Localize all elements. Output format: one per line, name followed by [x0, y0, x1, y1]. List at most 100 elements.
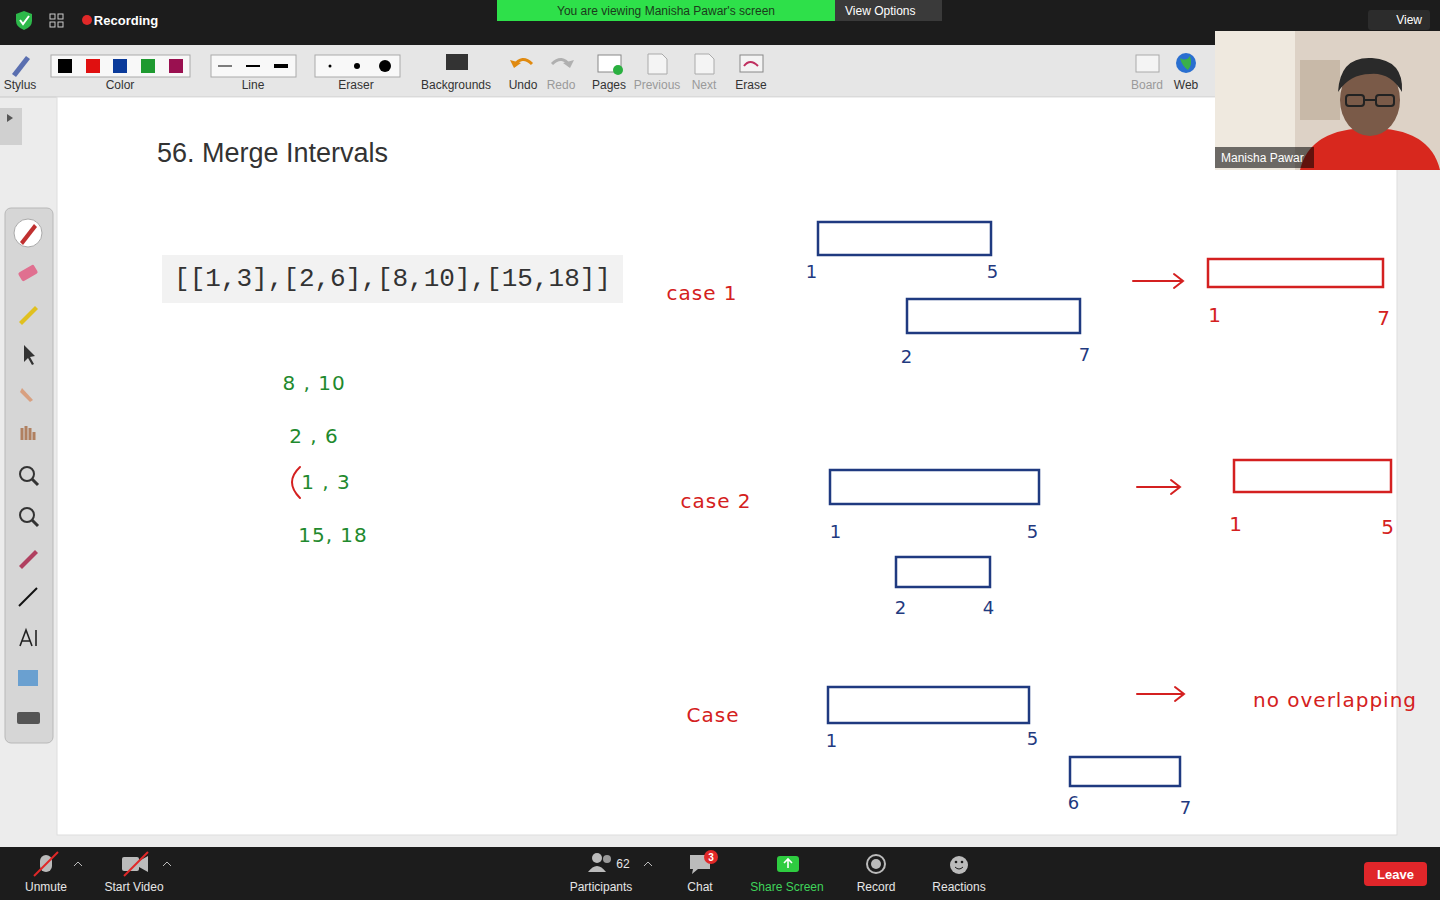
- tool-palette-part: [18, 264, 39, 282]
- meeting-controls-part: [955, 861, 958, 864]
- control-label: Record: [857, 880, 896, 894]
- annotation-toolbar-part: [1180, 56, 1191, 70]
- tool-label: Color: [106, 78, 135, 92]
- top-bar-part: [58, 14, 63, 19]
- meeting-controls: [0, 847, 1440, 900]
- control-label: Reactions: [932, 880, 985, 894]
- annotation-toolbar-part: [379, 60, 391, 72]
- tool-palette-part: [20, 508, 34, 522]
- tool-label: Redo: [547, 78, 576, 92]
- tool-palette-part: [14, 219, 42, 247]
- code-box: [[1,3],[2,6],[8,10],[15,18]]: [162, 255, 623, 303]
- case-label: case 1: [666, 282, 737, 305]
- endpoint-number: 1: [1208, 304, 1222, 327]
- node-text: Manisha Pawar: [1221, 151, 1304, 165]
- video-thumbnail: [1215, 31, 1440, 170]
- interval-sketch-part: [1133, 274, 1183, 288]
- endpoint-number: 7: [1180, 798, 1192, 819]
- interval-note: 1 , 3: [301, 471, 351, 494]
- annotation-toolbar-part: [211, 55, 296, 77]
- annotation-toolbar-part: [563, 60, 574, 68]
- annotation-toolbar-part: [613, 65, 623, 75]
- tool-palette-part: [32, 520, 38, 526]
- tool-palette-part: [5, 208, 53, 743]
- top-bar-part: [58, 22, 63, 27]
- tool-label: Board: [1131, 78, 1163, 92]
- interval-sketch-part: [818, 222, 991, 255]
- meeting-controls-part: [0, 847, 1440, 900]
- case-label: Case: [687, 704, 740, 727]
- tool-palette: [5, 208, 53, 743]
- annotation-toolbar-part: [744, 62, 758, 66]
- video-thumbnail-part: [1376, 95, 1394, 106]
- annotation-toolbar-part: [58, 59, 72, 73]
- tool-label: Eraser: [338, 78, 373, 92]
- recording-indicator: Recording: [94, 13, 158, 28]
- control-label: Chat: [687, 880, 712, 894]
- node-text: View: [1396, 13, 1422, 27]
- annotation-toolbar-part: [315, 55, 400, 77]
- interval-sketch-part: [907, 299, 1080, 333]
- endpoint-number: 1: [826, 731, 838, 752]
- tool-label: Previous: [634, 78, 681, 92]
- interval-note: 8 , 10: [282, 372, 345, 395]
- endpoint-number: 5: [987, 262, 999, 283]
- endpoint-number: 2: [895, 598, 907, 619]
- annotation-toolbar-part: [446, 54, 468, 70]
- top-bar-part: [16, 11, 32, 30]
- meeting-controls-part: [603, 855, 611, 863]
- control-label: Share Screen: [750, 880, 823, 894]
- meeting-controls-part: [955, 867, 963, 869]
- meeting-controls-part: [784, 859, 792, 868]
- tool-palette-part: [19, 306, 38, 325]
- annotation-toolbar-part: [740, 55, 763, 72]
- endpoint-number: 1: [806, 262, 818, 283]
- tool-palette-part: [19, 550, 38, 569]
- meeting-controls-part: [950, 856, 968, 874]
- meeting-controls-part: [124, 852, 148, 876]
- whiteboard-part: [0, 108, 22, 145]
- interval-sketch-part: [896, 557, 990, 587]
- annotation-toolbar-part: [113, 59, 127, 73]
- meeting-controls-part: [34, 852, 58, 876]
- interval-sketch-part: [1137, 687, 1184, 701]
- whiteboard-part: [57, 97, 1397, 835]
- endpoint-number: 7: [1377, 307, 1391, 330]
- video-thumbnail-part: [1215, 31, 1440, 170]
- tool-label: Stylus: [4, 78, 37, 92]
- name-tag: Manisha Pawar: [1215, 147, 1314, 168]
- share-banner: You are viewing Manisha Pawar's screen: [497, 0, 835, 21]
- video-thumbnail-part: [1300, 60, 1340, 120]
- node-text: [[1,3],[2,6],[8,10],[15,18]]: [174, 264, 611, 294]
- interval-sketch-part: [1137, 480, 1180, 494]
- node-text: You are viewing Manisha Pawar's screen: [557, 4, 775, 18]
- top-bar-part: [20, 16, 29, 24]
- annotation-toolbar-part: [695, 54, 714, 74]
- tool-label: Undo: [509, 78, 538, 92]
- tool-label: Backgrounds: [421, 78, 491, 92]
- tool-palette-part: [24, 345, 35, 365]
- interval-sketch-part: [1070, 757, 1180, 786]
- interval-sketch: [292, 222, 1391, 786]
- tool-label: Next: [692, 78, 717, 92]
- meeting-controls-part: [777, 856, 799, 872]
- annotation-toolbar-part: [329, 65, 332, 68]
- control-label: Unmute: [25, 880, 67, 894]
- case-label: case 2: [680, 490, 751, 513]
- endpoint-number: 6: [1068, 793, 1080, 814]
- endpoint-number: 5: [1027, 729, 1039, 750]
- annotation-toolbar-part: [510, 60, 521, 68]
- tool-palette-part: [20, 388, 33, 402]
- tool-palette-part: [22, 426, 34, 440]
- chat-badge: 3: [708, 852, 714, 863]
- meeting-controls-part: [644, 862, 652, 866]
- tool-palette-part: [32, 479, 38, 485]
- top-bar-part: [82, 15, 92, 25]
- meeting-controls-part: [871, 859, 881, 869]
- control-label: Participants: [570, 880, 633, 894]
- meeting-controls-part: [867, 855, 885, 873]
- annotation-toolbar-part: [218, 66, 232, 67]
- endpoint-number: 5: [1027, 522, 1039, 543]
- tool-palette-part: [17, 712, 40, 724]
- annotation-toolbar-part: [86, 59, 100, 73]
